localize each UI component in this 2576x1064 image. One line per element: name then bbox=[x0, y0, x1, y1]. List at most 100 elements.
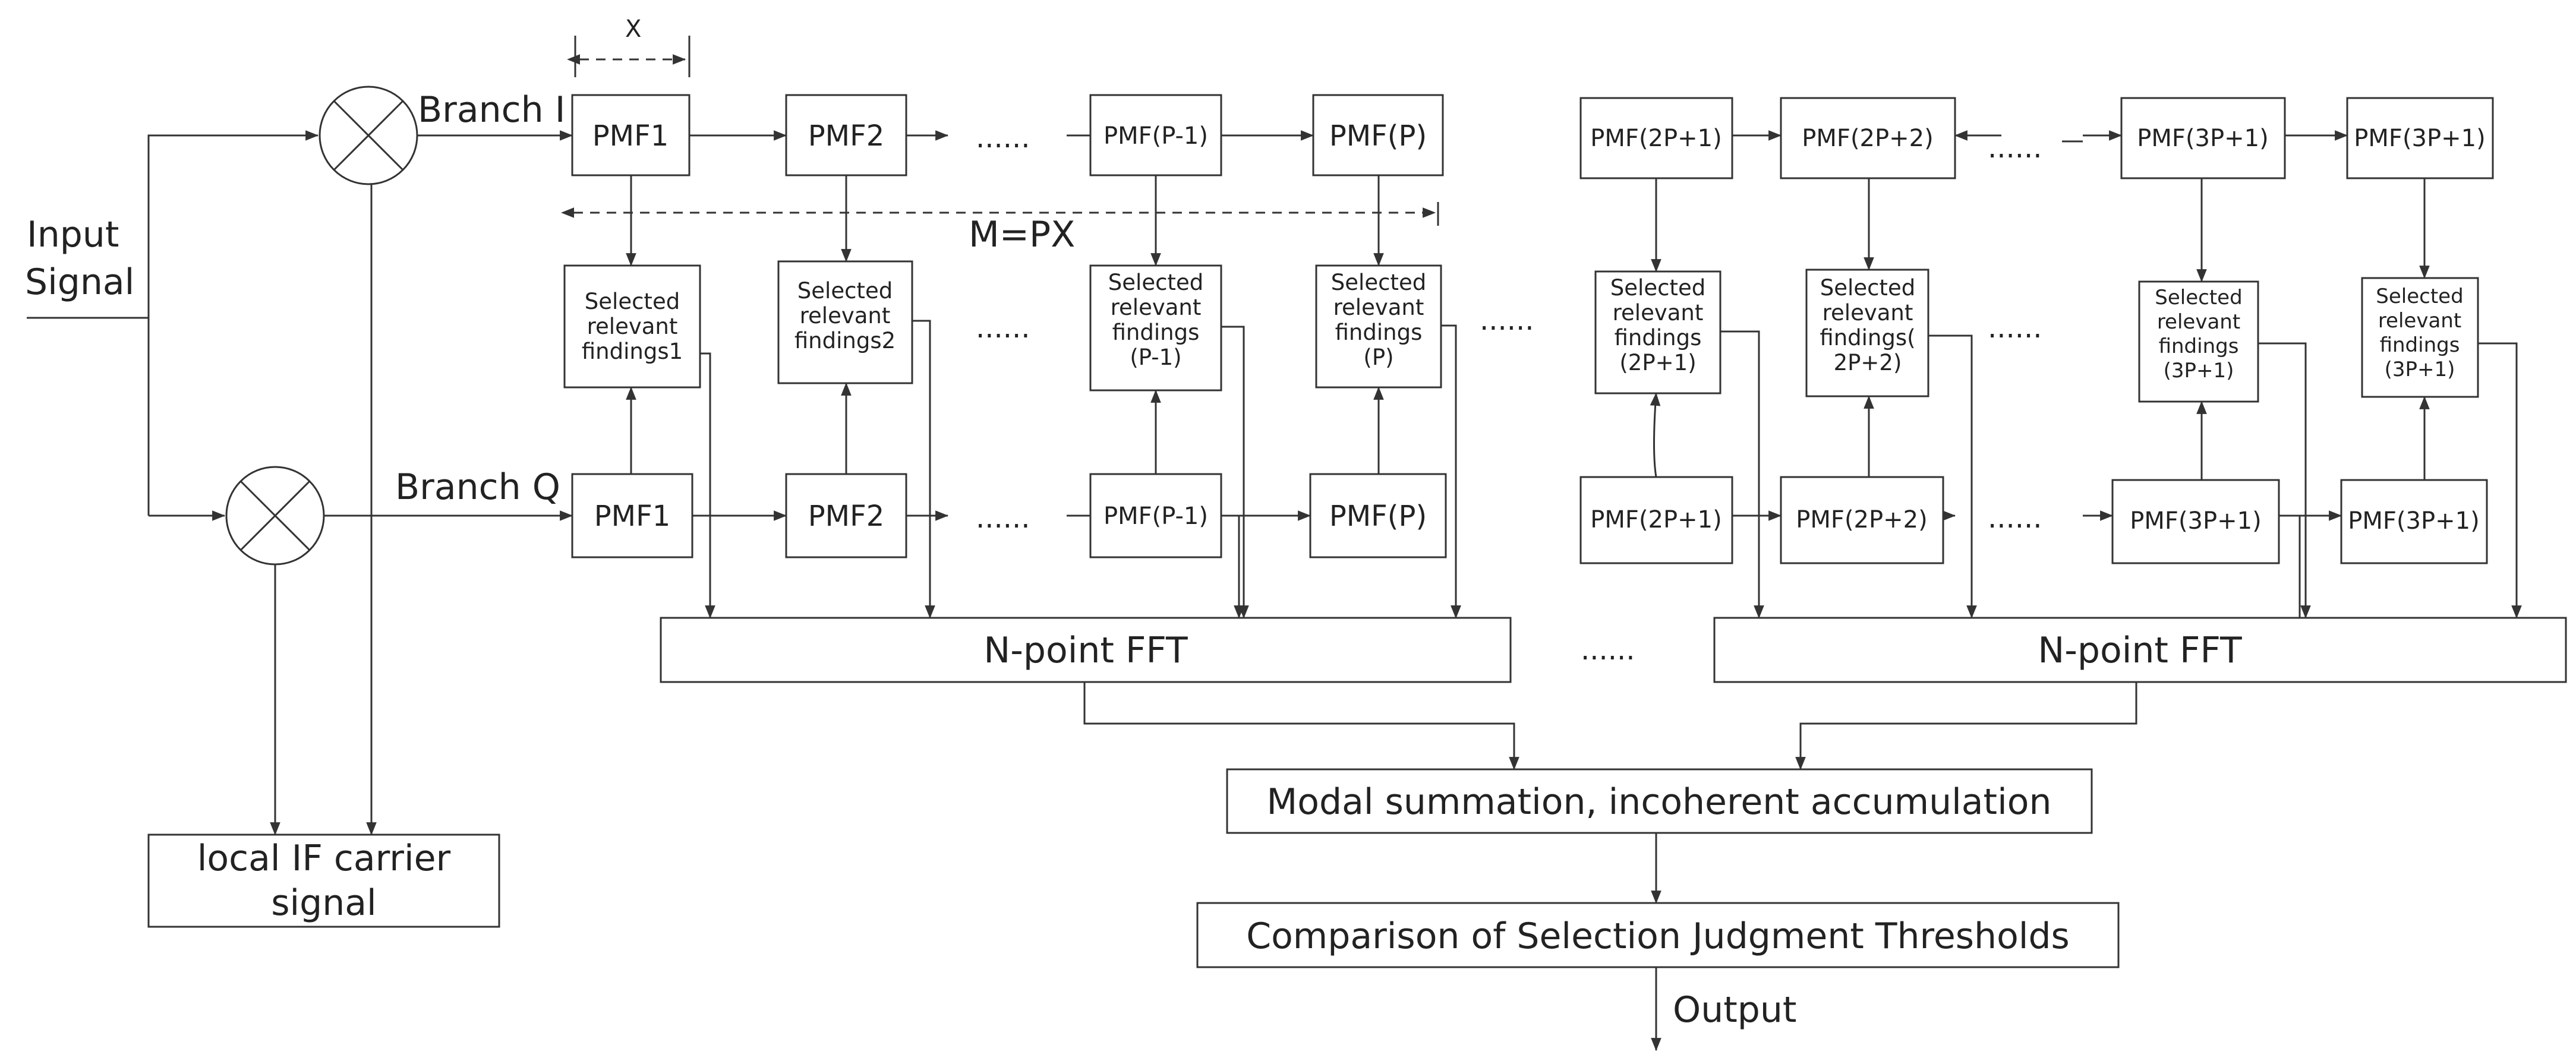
selected-findings-1-text-1: Selected bbox=[585, 289, 680, 314]
pmf-i-2-label: PMF2 bbox=[808, 119, 885, 153]
selected-findings-3p-plus-1-a: Selected relevant findings (3P+1) bbox=[2138, 280, 2259, 403]
q-to-selected-line-5 bbox=[1650, 392, 1661, 478]
pmf-q-2: PMF2 bbox=[785, 473, 907, 558]
ellipsis: ...... bbox=[1988, 311, 2042, 345]
pmf-i-2p-plus-1-box bbox=[1579, 97, 1733, 179]
modal-summation-block: Modal summation, incoherent accumulation bbox=[1226, 768, 2093, 834]
selected-findings-2p-plus-2-text-2: relevant bbox=[1823, 300, 1913, 326]
pmf-i-1-box bbox=[571, 94, 690, 176]
selected-findings-1: Selected relevant findings1 bbox=[563, 264, 701, 389]
local-if-carrier-block-box bbox=[147, 833, 500, 928]
selected-findings-p-minus-1-text-4: (P-1) bbox=[1130, 345, 1181, 370]
pmf-i-p-box bbox=[1312, 94, 1444, 176]
fft-block-2-label: N-point FFT bbox=[2038, 630, 2242, 671]
selected-findings-3p-plus-1-b-text-2: relevant bbox=[2378, 309, 2461, 333]
mixer-q bbox=[225, 466, 325, 566]
pmf-q-2p-plus-1: PMF(2P+1) bbox=[1579, 476, 1733, 564]
pmf-q-2p-plus-2-label: PMF(2P+2) bbox=[1796, 506, 1927, 533]
local-if-carrier-block: local IF carrier signal bbox=[147, 833, 500, 928]
selected-findings-3p-plus-1-a-text-1: Selected bbox=[2155, 286, 2242, 310]
pmf-q-3p-plus-1-a: PMF(3P+1) bbox=[2111, 479, 2280, 564]
fft2-to-modal-line bbox=[1795, 680, 2137, 771]
selected-findings-p-minus-1: Selected relevant findings (P-1) bbox=[1089, 264, 1222, 391]
pmf-q-2p-plus-2: PMF(2P+2) bbox=[1780, 476, 1944, 564]
selected-findings-2p-plus-1-text-2: relevant bbox=[1613, 300, 1704, 326]
pmf-q-1-box bbox=[571, 473, 693, 558]
selected-findings-p-text-3: findings bbox=[1335, 320, 1423, 345]
selected-findings-3p-plus-1-a-text-3: findings bbox=[2159, 334, 2239, 358]
pmf-i-p: PMF(P) bbox=[1312, 94, 1444, 176]
pmf-q-p-minus-1-label: PMF(P-1) bbox=[1103, 503, 1208, 530]
to-fft-line-3 bbox=[1221, 326, 1249, 619]
selected-findings-3p-plus-1-a-text-2: relevant bbox=[2157, 310, 2240, 334]
pmf-q-2p-plus-1-label: PMF(2P+1) bbox=[1590, 506, 1721, 533]
fft1-to-modal-line bbox=[1083, 680, 1519, 771]
threshold-comparison-block-label: Comparison of Selection Judgment Thresho… bbox=[1246, 915, 2070, 957]
to-fft-line-2 bbox=[912, 320, 935, 619]
pmf-q-2p-plus-1-box bbox=[1579, 476, 1733, 564]
selected-findings-p-minus-1-text-3: findings bbox=[1112, 320, 1200, 345]
pmf-i-1-label: PMF1 bbox=[592, 119, 669, 153]
selected-findings-2p-plus-1-text-1: Selected bbox=[1610, 275, 1705, 301]
local-if-carrier-line2: signal bbox=[271, 882, 376, 924]
pmf-q-1-label: PMF1 bbox=[594, 500, 671, 533]
fft-block-1: N-point FFT bbox=[660, 617, 1512, 683]
selected-findings-3p-plus-1-b-text-4: (3P+1) bbox=[2385, 358, 2455, 381]
selected-findings-1-text-3: findings1 bbox=[582, 339, 683, 364]
selected-findings-p-text-2: relevant bbox=[1333, 295, 1424, 320]
x-dimension-label: X bbox=[625, 15, 641, 43]
pmf-i-3p-plus-1-b-box bbox=[2346, 97, 2494, 179]
to-fft-line-6 bbox=[1928, 334, 1977, 619]
selected-findings-1-text-2: relevant bbox=[587, 314, 678, 339]
selected-findings-3p-plus-1-a-box bbox=[2138, 280, 2259, 403]
pmf-q-3p-plus-1-b-label: PMF(3P+1) bbox=[2348, 507, 2479, 535]
input-to-mixer-i-line bbox=[147, 130, 319, 516]
selected-findings-2-box bbox=[777, 260, 913, 384]
selected-findings-2p-plus-2: Selected relevant findings( 2P+2) bbox=[1805, 269, 1929, 397]
fft-block-1-box bbox=[660, 617, 1512, 683]
ellipsis: ...... bbox=[976, 311, 1030, 345]
fft-block-2: N-point FFT bbox=[1713, 617, 2567, 683]
selected-findings-1-box bbox=[563, 264, 701, 389]
to-fft-line-5 bbox=[1720, 330, 1764, 619]
pmf-i-2: PMF2 bbox=[785, 94, 907, 176]
ellipsis: ...... bbox=[1581, 633, 1635, 667]
pmf-q-3p-plus-1-a-box bbox=[2111, 479, 2280, 564]
pmf-q-p-minus-1: PMF(P-1) bbox=[1089, 473, 1222, 558]
input-signal-label-line1: Input bbox=[27, 214, 119, 255]
mixer-i-cross-2 bbox=[333, 100, 404, 171]
ellipsis: ...... bbox=[1988, 131, 2042, 165]
output-label: Output bbox=[1673, 989, 1796, 1031]
to-fft-line-1 bbox=[700, 352, 715, 619]
pmf-i-p-minus-1: PMF(P-1) bbox=[1089, 94, 1222, 176]
pmf-q-3p-plus-1-b-box bbox=[2340, 479, 2488, 564]
branch-q-label: Branch Q bbox=[395, 466, 560, 508]
selected-findings-2-text-3: findings2 bbox=[794, 328, 896, 353]
selected-findings-2-text-2: relevant bbox=[800, 303, 891, 329]
selected-findings-2p-plus-2-box bbox=[1805, 269, 1929, 397]
pmf-q-p-minus-1-box bbox=[1089, 473, 1222, 558]
pmf-i-p-label: PMF(P) bbox=[1329, 119, 1427, 153]
to-fft-line-4 bbox=[1441, 324, 1461, 619]
selected-findings-p-minus-1-text-1: Selected bbox=[1108, 270, 1203, 295]
selected-findings-2p-plus-2-text-1: Selected bbox=[1820, 275, 1915, 301]
selected-findings-p: Selected relevant findings (P) bbox=[1315, 264, 1442, 389]
ellipsis: ...... bbox=[976, 121, 1030, 154]
threshold-comparison-block: Comparison of Selection Judgment Thresho… bbox=[1196, 902, 2120, 968]
pmf-q-p-box bbox=[1309, 473, 1447, 558]
selected-findings-2p-plus-2-text-4: 2P+2) bbox=[1834, 350, 1902, 375]
local-if-carrier-line1: local IF carrier bbox=[197, 838, 451, 879]
fft-block-2-box bbox=[1713, 617, 2567, 683]
pmf-q-p-label: PMF(P) bbox=[1329, 500, 1427, 533]
to-fft-line-8 bbox=[2478, 342, 2522, 619]
selected-findings-p-minus-1-text-2: relevant bbox=[1111, 295, 1202, 320]
pmf-i-3p-plus-1-b-label: PMF(3P+1) bbox=[2354, 125, 2485, 152]
selected-findings-2p-plus-1-text-4: (2P+1) bbox=[1619, 350, 1696, 375]
pmf-i-3p-plus-1-a-label: PMF(3P+1) bbox=[2137, 125, 2268, 152]
selected-findings-3p-plus-1-b: Selected relevant findings (3P+1) bbox=[2361, 277, 2479, 398]
mixer-i bbox=[319, 86, 418, 185]
pmf-q-p: PMF(P) bbox=[1309, 473, 1447, 558]
selected-findings-p-text-4: (P) bbox=[1363, 345, 1393, 370]
selected-findings-2p-plus-1: Selected relevant findings (2P+1) bbox=[1594, 270, 1721, 394]
